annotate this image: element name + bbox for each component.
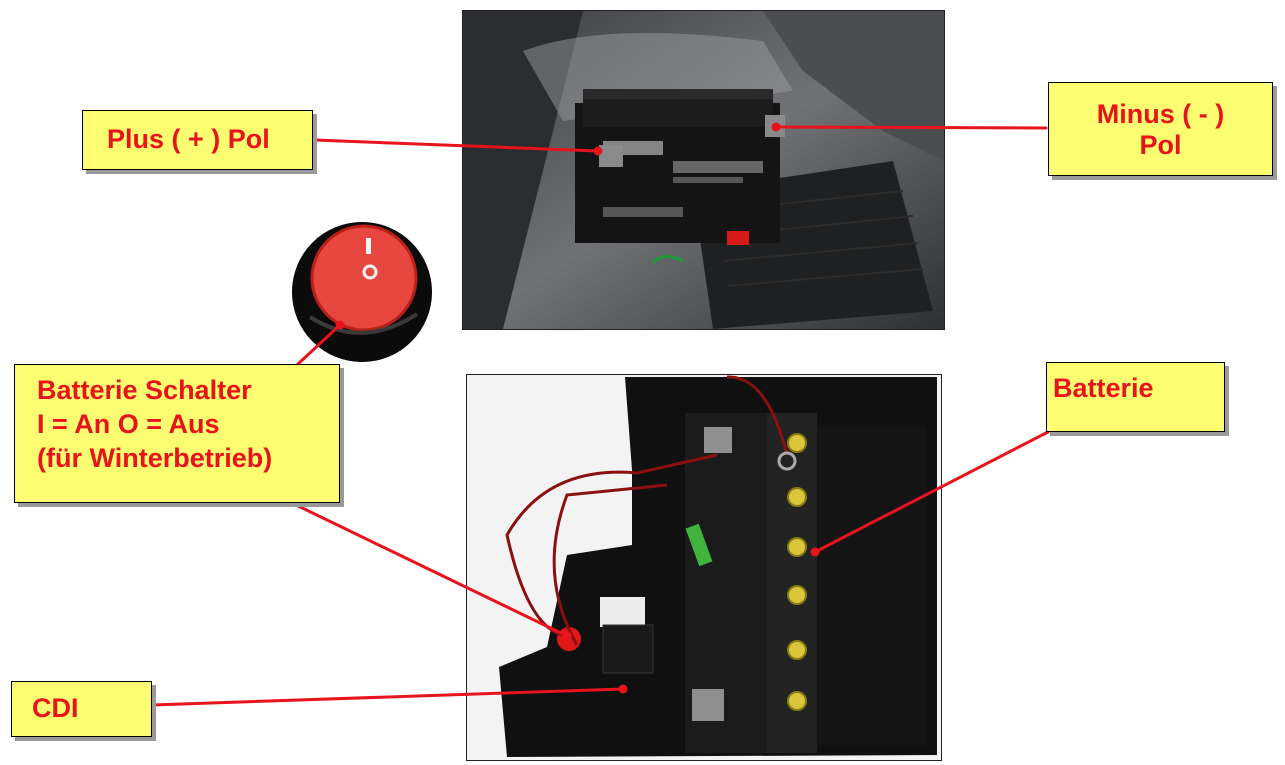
battery-compartment-photo <box>466 374 942 761</box>
minus-pole-text-line2: Pol <box>1139 130 1182 160</box>
battery-text: Batterie <box>1053 373 1154 403</box>
minus-pole-text-line1: Minus ( - ) <box>1096 99 1225 129</box>
cdi-label: CDI <box>11 681 152 737</box>
plus-pole-text: Plus ( + ) Pol <box>107 124 270 154</box>
battery-switch-label: Batterie Schalter I = An O = Aus (für Wi… <box>14 364 340 503</box>
switch-text-line2: I = An O = Aus <box>37 409 220 439</box>
switch-closeup-photo <box>292 222 432 362</box>
plus-pole-label: Plus ( + ) Pol <box>82 110 313 170</box>
switch-text-line1: Batterie Schalter <box>37 375 252 405</box>
minus-pole-label: Minus ( - ) Pol <box>1048 82 1273 176</box>
battery-installed-photo <box>462 10 945 330</box>
cdi-text: CDI <box>32 693 79 723</box>
switch-text-line3: (für Winterbetrieb) <box>37 443 273 473</box>
battery-label: Batterie <box>1046 362 1225 432</box>
